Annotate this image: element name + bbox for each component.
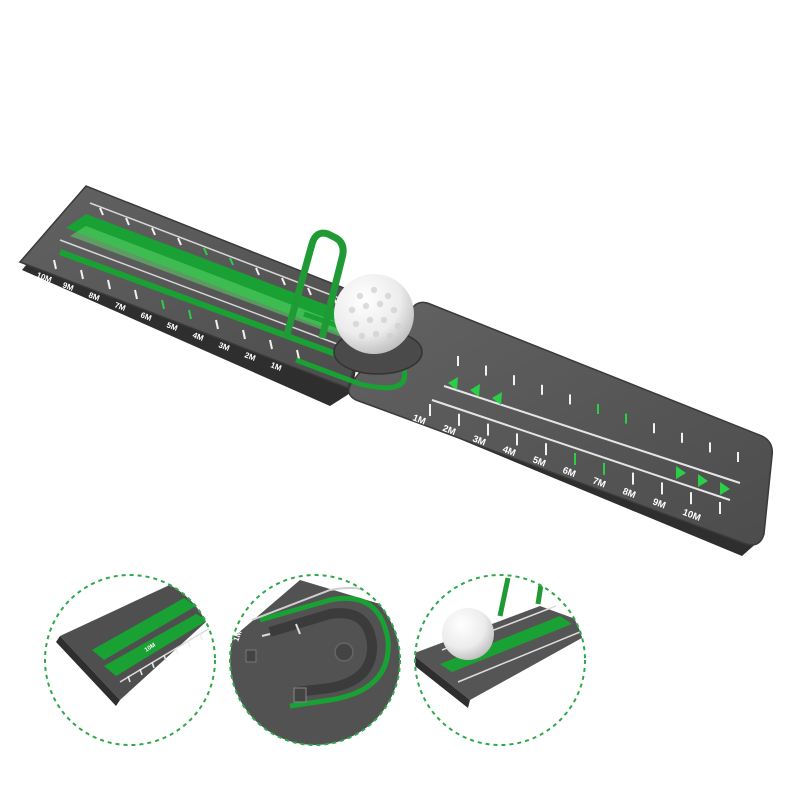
- arrow-marker: [720, 482, 730, 495]
- dashed-circle-frame: [44, 574, 216, 746]
- ball-dimple: [366, 316, 374, 324]
- dashed-circle-frame: [414, 574, 586, 746]
- tick-mark: [229, 257, 234, 266]
- detail-ball-on-mat: [414, 574, 586, 746]
- distance-label: 7M: [591, 476, 607, 491]
- tick-mark: [161, 299, 165, 310]
- tick-mark: [187, 640, 191, 648]
- distance-label: 1M: [411, 413, 427, 428]
- left-upper-tick-marks: [99, 207, 338, 306]
- tick-mark: [269, 339, 273, 350]
- dashed-circle-frame: [229, 574, 401, 746]
- tick-mark: [203, 247, 208, 256]
- ball-dimple: [356, 292, 364, 300]
- ball-dimple: [352, 320, 360, 328]
- golf-ball: [334, 274, 414, 354]
- distance-label: 6M: [139, 310, 153, 323]
- tick-mark: [99, 207, 104, 216]
- arrow-marker: [698, 474, 708, 487]
- right-upper-tick-marks: [457, 356, 739, 462]
- distance-label: 1M: [269, 360, 283, 373]
- distance-label: 2M: [243, 350, 257, 363]
- right-lower-tick-marks: [429, 404, 721, 514]
- ball-dimple: [384, 292, 392, 300]
- distance-label: 8M: [87, 290, 101, 303]
- distance-label: 4M: [191, 330, 205, 343]
- ball-dimple: [380, 316, 388, 324]
- ball-dimple: [358, 332, 366, 340]
- tick-mark: [125, 217, 130, 226]
- tick-mark: [307, 287, 312, 296]
- tick-mark: [175, 647, 179, 655]
- distance-label: 8M: [621, 486, 637, 501]
- detail-label: 10M: [144, 642, 157, 653]
- detail-track-curve: 1M: [229, 574, 401, 746]
- tick-mark: [127, 675, 131, 683]
- distance-label: 9M: [61, 280, 75, 293]
- tick-mark: [163, 654, 167, 662]
- ball-dimple: [394, 322, 402, 330]
- tick-mark: [177, 237, 182, 246]
- ball-dimple: [386, 332, 394, 340]
- ball-dimple: [348, 306, 356, 314]
- tick-mark: [296, 349, 300, 360]
- distance-label: 5M: [531, 455, 547, 470]
- tick-mark: [80, 269, 84, 280]
- tick-mark: [199, 633, 203, 641]
- distance-label: 3M: [217, 340, 231, 353]
- ball-dimple: [370, 286, 378, 294]
- left-lower-tick-marks: [53, 259, 300, 360]
- tick-mark: [134, 289, 138, 300]
- arrow-marker: [676, 466, 686, 479]
- distance-label: 2M: [441, 423, 457, 438]
- distance-label: 6M: [561, 465, 577, 480]
- green-arrow-markers: [448, 377, 730, 495]
- arrow-marker: [448, 377, 458, 390]
- ball-dimple: [376, 300, 384, 308]
- tick-mark: [215, 319, 219, 330]
- arrow-marker: [492, 392, 502, 405]
- distance-label: 5M: [165, 320, 179, 333]
- tick-mark: [151, 227, 156, 236]
- ball-dimple: [362, 302, 370, 310]
- distance-label: 7M: [113, 300, 127, 313]
- detail-rail-corner: 10M: [44, 574, 216, 746]
- distance-label: 4M: [501, 444, 517, 459]
- tick-mark: [107, 279, 111, 290]
- arrow-marker: [470, 384, 480, 397]
- tick-mark: [53, 259, 57, 270]
- tick-mark: [281, 277, 286, 286]
- tick-mark: [139, 668, 143, 676]
- green-gate: [282, 229, 347, 339]
- distance-label: 9M: [651, 497, 667, 512]
- tick-mark: [255, 267, 260, 276]
- ball-dimple: [390, 306, 398, 314]
- tick-mark: [188, 309, 192, 320]
- tick-mark: [242, 329, 246, 340]
- tick-mark: [151, 661, 155, 669]
- distance-label: 3M: [471, 434, 487, 449]
- ball-dimple: [372, 330, 380, 338]
